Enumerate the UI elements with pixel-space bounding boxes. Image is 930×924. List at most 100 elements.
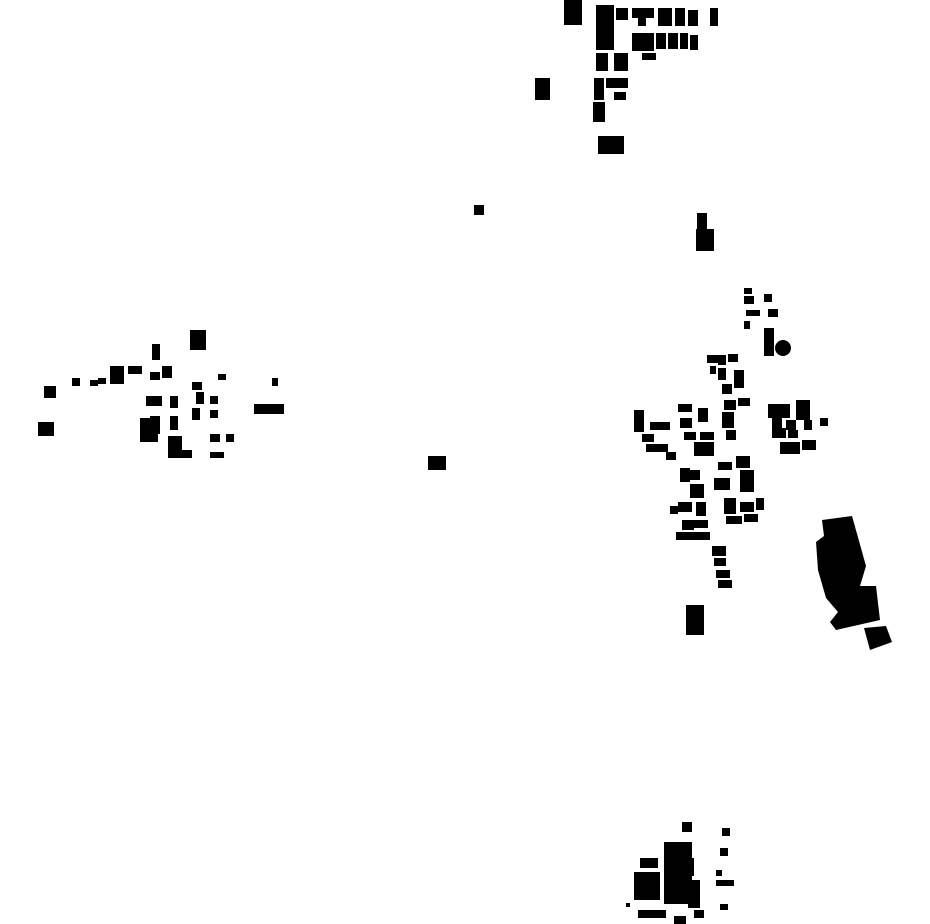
building-footprint — [688, 880, 700, 908]
building-footprint — [272, 378, 278, 386]
building-footprint — [724, 498, 736, 514]
building-footprint — [697, 213, 707, 229]
building-footprint — [90, 380, 98, 386]
building-footprint — [642, 53, 656, 60]
building-footprint — [744, 296, 754, 304]
building-footprint — [694, 910, 704, 918]
building-footprint — [146, 396, 162, 406]
building-footprint — [744, 514, 758, 522]
building-footprint — [772, 418, 782, 428]
building-footprint — [38, 422, 54, 436]
building-footprint — [716, 880, 734, 886]
building-footprint — [804, 420, 812, 430]
building-footprint — [170, 416, 178, 430]
building-footprint — [254, 404, 284, 414]
building-footprint — [98, 378, 106, 384]
building-footprint — [726, 430, 736, 440]
building-footprint — [738, 398, 750, 406]
building-footprint — [634, 872, 660, 900]
building-footprint — [226, 434, 234, 442]
building-footprint — [686, 605, 704, 635]
building-footprint — [740, 502, 754, 512]
building-footprint — [678, 502, 692, 512]
building-footprint — [700, 432, 714, 440]
building-footprint — [740, 470, 754, 492]
building-footprint — [686, 858, 694, 876]
building-footprint — [698, 408, 708, 422]
building-footprint — [820, 418, 828, 426]
building-footprint — [162, 366, 172, 378]
building-footprint — [152, 344, 160, 360]
building-footprint — [638, 18, 646, 26]
building-footprint — [744, 288, 752, 294]
building-footprint — [210, 410, 218, 418]
building-footprint — [788, 430, 798, 438]
building-footprint — [688, 10, 698, 26]
building-footprint — [764, 294, 772, 302]
building-footprint — [190, 330, 206, 350]
building-footprint — [535, 78, 550, 100]
building-footprint — [674, 916, 686, 924]
building-footprint — [596, 30, 611, 50]
building-footprint — [110, 366, 124, 384]
building-footprints — [38, 0, 892, 924]
building-footprint — [724, 400, 736, 410]
building-footprint — [718, 355, 726, 365]
building-footprint — [638, 910, 666, 918]
building-footprint-round — [775, 340, 791, 356]
building-footprint — [128, 366, 142, 374]
building-footprint — [656, 33, 666, 49]
building-footprint — [710, 366, 716, 374]
building-footprint-large — [816, 516, 880, 630]
building-footprint — [616, 8, 628, 20]
building-footprint — [712, 546, 726, 556]
building-footprint — [690, 35, 698, 50]
building-footprint — [670, 506, 678, 514]
building-footprint — [676, 532, 710, 540]
building-footprint — [694, 442, 714, 456]
building-footprint — [694, 520, 708, 528]
building-footprint — [796, 400, 810, 420]
building-footprint — [722, 828, 730, 836]
building-footprint — [593, 102, 605, 122]
building-footprint — [168, 450, 192, 458]
building-footprint — [72, 378, 80, 386]
building-footprint — [786, 420, 796, 430]
building-footprint — [690, 470, 700, 480]
building-footprint — [428, 456, 446, 470]
building-footprint — [726, 516, 742, 524]
building-footprint — [728, 354, 738, 362]
building-footprint — [714, 558, 726, 566]
building-footprint — [682, 520, 694, 530]
building-footprint — [722, 384, 732, 394]
building-footprint — [474, 205, 484, 215]
building-footprint — [170, 396, 178, 408]
building-footprint — [720, 904, 728, 910]
building-footprint — [722, 412, 734, 428]
building-footprint — [675, 8, 685, 26]
building-footprint — [594, 78, 604, 100]
building-footprint — [690, 484, 704, 498]
building-footprint — [632, 8, 654, 18]
building-footprint — [716, 570, 730, 578]
building-footprint — [598, 136, 624, 154]
building-footprint — [596, 53, 608, 71]
building-footprint — [44, 386, 56, 398]
building-footprint — [718, 580, 732, 588]
building-footprint — [746, 310, 760, 316]
building-footprint — [564, 0, 582, 25]
building-footprint — [678, 404, 692, 412]
building-footprint — [218, 374, 226, 380]
building-footprint — [772, 428, 786, 438]
building-footprint — [720, 848, 728, 856]
building-footprint — [714, 478, 730, 490]
building-footprint — [614, 53, 628, 71]
building-footprint — [684, 432, 696, 440]
building-footprint — [650, 422, 670, 430]
building-footprint — [707, 355, 719, 363]
building-footprint — [196, 392, 204, 404]
building-footprint-large — [864, 626, 892, 650]
building-footprint — [640, 858, 658, 868]
